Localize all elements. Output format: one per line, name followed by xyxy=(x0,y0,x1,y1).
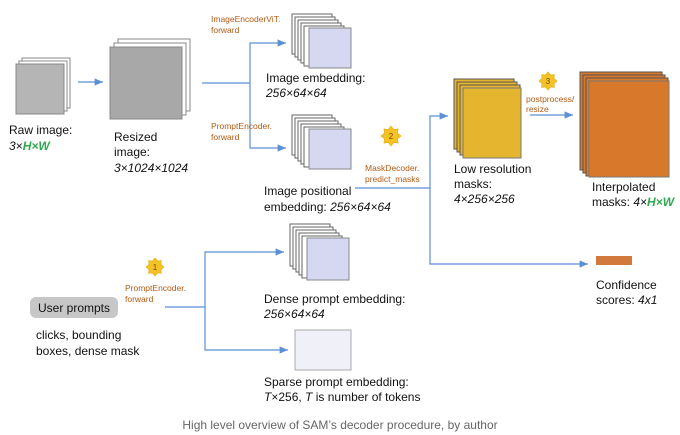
interpolated-masks-stack xyxy=(579,71,670,178)
resized-shape: 3×1024×1024 xyxy=(114,161,189,175)
confidence-line2: scores: 4x1 xyxy=(596,293,658,307)
low-res-line1: Low resolution xyxy=(454,162,532,176)
svg-text:1: 1 xyxy=(153,263,158,272)
postprocess-op-2: resize xyxy=(526,104,549,114)
sparse-prompt-box xyxy=(294,329,352,371)
badge-step-1: 1 xyxy=(145,257,165,277)
mask-decoder-op-1: MaskDecoder. xyxy=(365,163,420,173)
raw-image-shape: 3×H×W xyxy=(9,139,50,153)
prompt-encoder-op-bottom-1: PromptEncoder. xyxy=(125,283,186,293)
dense-title: Dense prompt embedding: xyxy=(264,292,406,306)
interpolated-line2: masks: 4×H×W xyxy=(592,195,675,209)
confidence-bar xyxy=(596,256,632,265)
prompt-encoder-op-bottom-2: forward xyxy=(125,294,154,304)
resized-line2: image: xyxy=(114,145,151,159)
resized-line1: Resized xyxy=(114,130,158,144)
figure-caption: High level overview of SAM’s decoder pro… xyxy=(182,418,498,432)
image-encoder-op-2: forward xyxy=(211,25,240,35)
prompt-encoder-op-top-2: forward xyxy=(211,132,240,142)
sparse-line2: T×256, T is number of tokens xyxy=(264,390,421,404)
prompt-encoder-op-top-1: PromptEncoder. xyxy=(211,121,272,131)
low-res-masks-stack xyxy=(453,78,522,159)
postprocess-op-1: postprocess/ xyxy=(526,94,575,104)
image-embedding-shape: 256×64×64 xyxy=(266,86,327,100)
confidence-line1: Confidence xyxy=(596,278,657,292)
raw-image-stack xyxy=(15,57,71,115)
sparse-title: Sparse prompt embedding: xyxy=(264,375,409,389)
svg-text:2: 2 xyxy=(389,132,394,141)
user-prompts-desc-1: clicks, bounding xyxy=(36,328,122,342)
dense-prompt-stack xyxy=(289,223,350,281)
interpolated-line1: Interpolated xyxy=(592,180,656,194)
badge-step-3: 3 xyxy=(538,71,558,91)
badge-step-2: 2 xyxy=(380,125,402,147)
raw-image-title: Raw image: xyxy=(9,123,73,137)
image-embedding-stack xyxy=(291,13,352,69)
image-positional-stack xyxy=(291,114,352,170)
user-prompts-desc-2: boxes, dense mask xyxy=(36,344,140,358)
image-positional-line2: embedding: 256×64×64 xyxy=(264,200,391,214)
flow-arrows xyxy=(78,39,588,354)
user-prompts-pill: User prompts xyxy=(30,297,118,318)
resized-image-stack xyxy=(109,38,191,120)
image-encoder-op-1: ImageEncoderViT. xyxy=(211,14,281,24)
low-res-shape: 4×256×256 xyxy=(454,192,515,206)
mask-decoder-op-2: predict_masks xyxy=(365,174,420,184)
dense-shape: 256×64×64 xyxy=(264,307,325,321)
image-positional-title: Image positional xyxy=(264,184,352,198)
svg-text:3: 3 xyxy=(546,77,551,86)
low-res-line2: masks: xyxy=(454,177,493,191)
image-embedding-title: Image embedding: xyxy=(266,71,366,85)
